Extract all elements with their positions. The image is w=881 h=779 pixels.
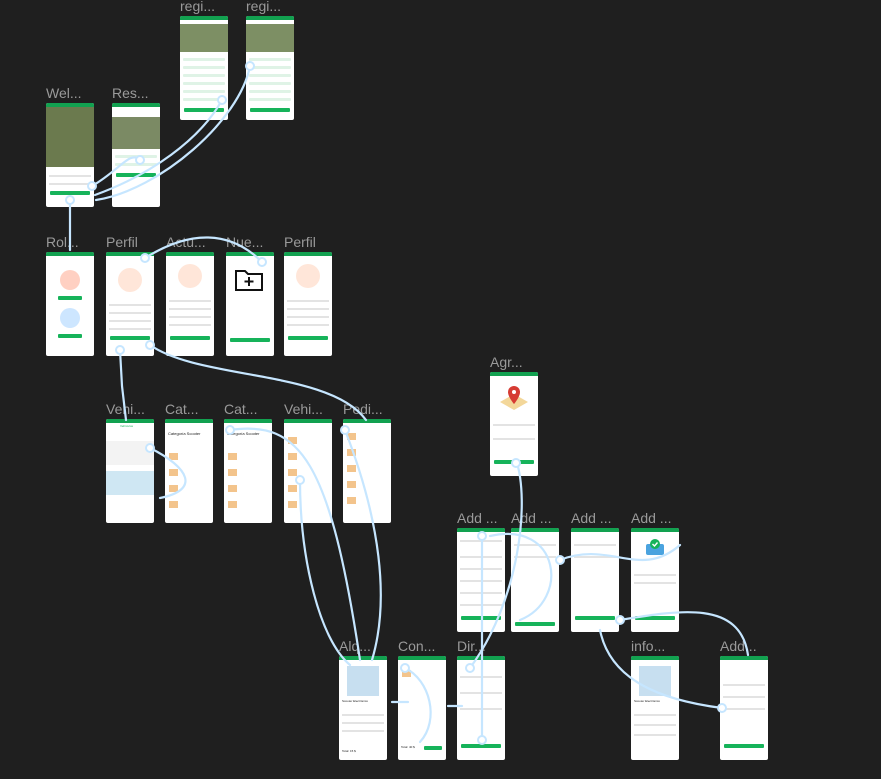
product-name: Scooter Electrónico xyxy=(634,699,661,703)
frame-title: Cat... xyxy=(224,401,258,417)
frame-title: regi... xyxy=(246,0,282,14)
category-heading: Categoría Scooter xyxy=(227,431,260,436)
category-heading: Categoría Scooter xyxy=(168,431,201,436)
card-check-icon xyxy=(646,539,664,555)
frame-title: Pedi... xyxy=(343,401,383,417)
frame-title: Res... xyxy=(112,85,149,101)
frame-title: Alq... xyxy=(339,638,371,654)
frame-title: Vehi... xyxy=(106,401,145,417)
product-name: Scooter Electrónico xyxy=(342,699,369,703)
frame-title: Perfil xyxy=(284,234,316,250)
frame-title: info... xyxy=(631,638,666,654)
frame-title: regi... xyxy=(180,0,216,14)
frame-title: Add ... xyxy=(571,510,612,526)
frame-title: Add ... xyxy=(511,510,552,526)
frame-title: Actu... xyxy=(166,234,206,250)
order-total: Total: 15 $ xyxy=(342,749,356,753)
frame-title: Agr... xyxy=(490,354,523,370)
frame-title: Dir... xyxy=(457,638,486,654)
frame-title: Perfil xyxy=(106,234,138,250)
folder-add-icon xyxy=(235,270,263,291)
frame-title: Con... xyxy=(398,638,436,654)
frame-title: Add... xyxy=(720,638,757,654)
frame-title: Cat... xyxy=(165,401,199,417)
order-total: Total: 40 $ xyxy=(401,745,415,749)
frame-title: Add ... xyxy=(457,510,498,526)
vehicles-heading: Vehículos xyxy=(120,424,134,428)
frame-title: Wel... xyxy=(46,85,82,101)
frame-title: Add ... xyxy=(631,510,672,526)
frame-title: Nue... xyxy=(226,234,264,250)
frame-title: Rol... xyxy=(46,234,79,250)
map-pin-icon xyxy=(500,386,528,410)
frame-title: Vehi... xyxy=(284,401,323,417)
